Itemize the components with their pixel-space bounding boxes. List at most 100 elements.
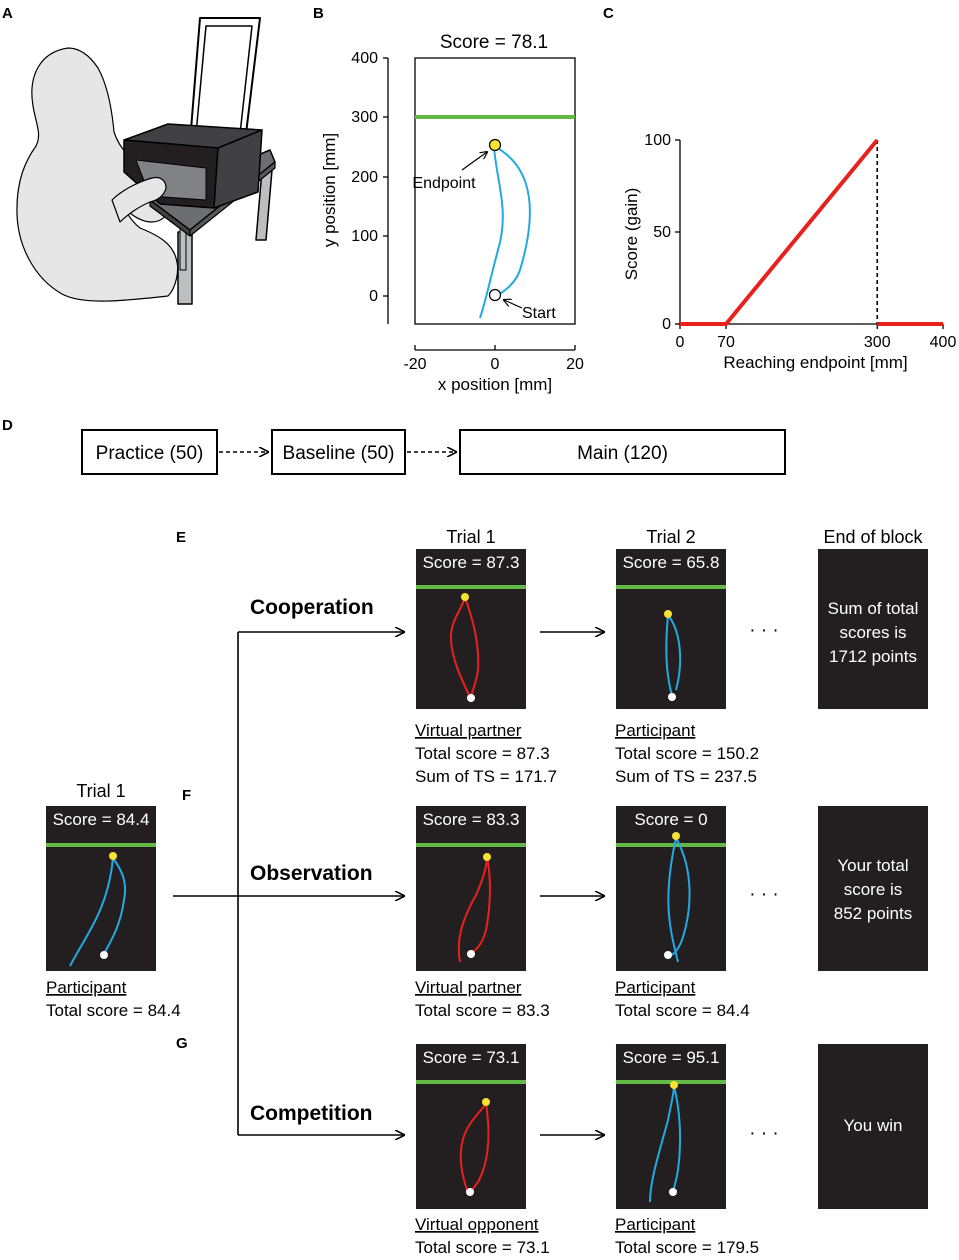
coop-end-line-3: 1712 points [829,647,917,666]
left-score-text: Score = 84.4 [53,810,150,829]
start-dot [664,951,672,959]
endpoint-dot [483,853,491,861]
panel-b-trajectory-plot: Score = 78.1 400 300 200 100 0 -20 0 20 … [320,32,584,394]
obs-end-line-2: score is [844,880,903,899]
chart-c-xtick-label: 400 [930,334,957,351]
start-dot [467,694,475,702]
obs-t2-score-text: Score = 0 [634,810,707,829]
obs-t2-total: Total score = 84.4 [615,1001,750,1020]
panel-b-start-label: Start [522,305,556,322]
coop-t2-sum: Sum of TS = 237.5 [615,767,757,786]
endpoint-dot [670,1081,678,1089]
chart-c-xtick-label: 300 [864,334,891,351]
coop-t1-role: Virtual partner [415,721,522,740]
panel-label-b: B [313,5,324,22]
coop-t2-role: Participant [615,721,696,740]
practice-box [81,429,218,475]
panel-label-f: F [182,787,191,804]
panel-b-title: Score = 78.1 [440,32,548,53]
panel-label-e: E [176,529,186,546]
comp-t2-role: Participant [615,1215,696,1234]
obs-end-screen: Your total score is 852 points [818,806,928,971]
panel-b-ytick-0: 0 [369,288,378,305]
panel-label-c: C [603,5,614,22]
comp-t2-score-text: Score = 95.1 [623,1048,720,1067]
obs-t1-score-text: Score = 83.3 [423,810,520,829]
start-dot [467,950,475,958]
comp-t1-role: Virtual opponent [415,1215,539,1234]
panel-b-x-ticks [414,345,576,350]
practice-label: Practice (50) [96,443,204,464]
coop-t1-total: Total score = 87.3 [415,744,550,763]
panel-label-g: G [176,1035,188,1052]
endpoint-dot [672,832,680,840]
panel-b-xtick-neg20: -20 [403,356,426,373]
panel-b-y-ticks [383,57,388,297]
coop-t1-sum: Sum of TS = 171.7 [415,767,557,786]
obs-t2-role: Participant [615,978,696,997]
comp-trial1-screen: Score = 73.1 [416,1044,526,1209]
coop-end-screen: Sum of total scores is 1712 points [818,549,928,709]
chart-c-xtick-label: 0 [676,334,685,351]
coop-end-line-1: Sum of total [828,599,919,618]
comp-end-line-1: You win [844,1116,903,1135]
coop-trial1-screen: Score = 87.3 [416,549,526,709]
panel-b-ytick-200: 200 [351,169,378,186]
panel-b-endpoint-dot [488,138,502,152]
observation-label: Observation [250,862,373,885]
obs-trial1-screen: Score = 83.3 [416,806,526,971]
endpoint-dot [664,610,672,618]
obs-end-line-3: 852 points [834,904,912,923]
obs-ellipsis: · · · [749,884,779,905]
panel-b-endpoint-arrow [461,152,487,171]
panel-label-d: D [2,417,13,434]
chart-c-ytick-label: 0 [662,316,671,333]
coop-end-line-2: scores is [839,623,906,642]
panel-b-ytick-300: 300 [351,109,378,126]
panel-b-endpoint-label: Endpoint [412,175,476,192]
chart-c-ytick-label: 100 [644,132,671,149]
panel-b-xtick-20: 20 [566,356,584,373]
chart-c-series-1 [680,138,879,326]
panel-d-timeline: Practice (50) Baseline (50) Main (120) [81,429,786,475]
obs-end-line-1: Your total [837,856,908,875]
comp-t2-total: Total score = 179.5 [615,1238,759,1257]
endpoint-dot [482,1098,490,1106]
screen-bg [818,1044,928,1209]
baseline-label: Baseline (50) [283,443,395,464]
start-dot [668,693,676,701]
screen-bg [46,806,156,971]
chart-c-xtick-label: 70 [717,334,735,351]
coop-trial2-screen: Score = 65.8 [616,549,726,709]
screen-bg [616,549,726,709]
screen-bg [416,806,526,971]
coop-t2-score-text: Score = 65.8 [623,553,720,572]
branch-arrows [173,632,604,1135]
competition-label: Competition [250,1102,372,1125]
panel-b-ylabel: y position [mm] [320,133,339,247]
left-role-label: Participant [46,978,127,997]
left-trial-label: Trial 1 [76,781,125,801]
start-dot [669,1188,677,1196]
panel-b-frame [414,57,576,325]
obs-t1-role: Virtual partner [415,978,522,997]
header-end-of-block: End of block [823,527,923,547]
chart-c-ytick-label: 50 [653,224,671,241]
obs-t1-total: Total score = 83.3 [415,1001,550,1020]
panel-b-start-arrow [504,300,523,309]
comp-trial2-screen: Score = 95.1 [616,1044,726,1209]
screen-bg [818,806,928,971]
main-box [459,429,786,475]
panel-label-a: A [2,5,13,22]
panel-b-start-dot [488,288,502,302]
participant-trajectory [69,855,126,967]
screen-bg [616,806,726,971]
left-trial-screen: Score = 84.4 [46,806,156,971]
coop-t1-score-text: Score = 87.3 [423,553,520,572]
comp-t1-score-text: Score = 73.1 [423,1048,520,1067]
coop-ellipsis: · · · [749,620,779,641]
panel-b-xlabel: x position [mm] [438,375,552,394]
comp-t1-total: Total score = 73.1 [415,1238,550,1257]
